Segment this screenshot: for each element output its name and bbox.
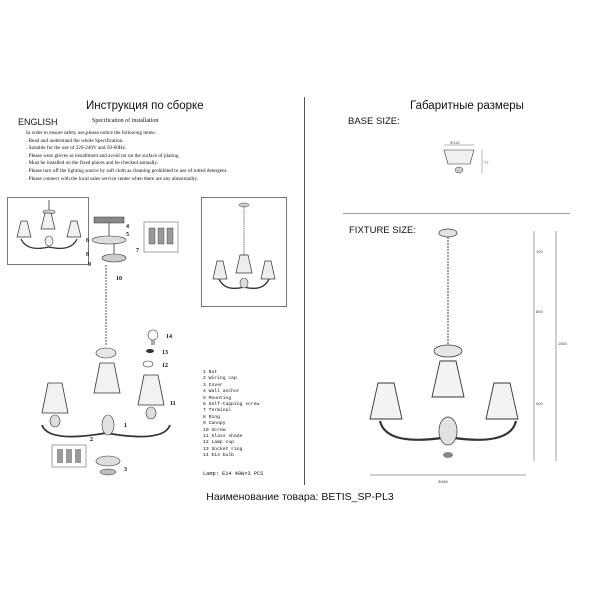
terminal-block-icon xyxy=(143,221,179,253)
exploded-assembly-diagram: 14 13 12 11 2 3 1 xyxy=(41,265,176,476)
chain-top-label: 100 xyxy=(536,249,543,254)
callout-10: 10 xyxy=(116,276,122,282)
base-size-drawing: Φ115 77 xyxy=(443,140,489,174)
body-height-label: 500 xyxy=(536,401,543,406)
instruction-list: In order to ensure safety use,please not… xyxy=(26,130,227,183)
base-size-label: BASE SIZE: xyxy=(348,116,400,127)
parts-list: 1 Nut 2 Wiring cap 3 Cover 4 Wall anchor… xyxy=(203,370,259,460)
fixture-size-label: FIXTURE SIZE: xyxy=(349,225,417,236)
instruction-item: . Please wear gloves as installment and … xyxy=(26,152,180,159)
callout-4: 4 xyxy=(126,224,129,230)
width-label: Φ480 xyxy=(438,479,449,484)
part-item: 9 Canopy xyxy=(203,421,226,427)
callout-2: 2 xyxy=(90,437,93,443)
instruction-item: . Must be installed on the fixed places … xyxy=(26,160,159,167)
dimensions-title: Габаритные размеры xyxy=(410,100,524,112)
terminal-block-icon xyxy=(51,444,87,468)
language-label: ENGLISH xyxy=(18,117,58,127)
assembly-instruction-title: Инструкция по сборке xyxy=(86,100,204,112)
spec-label: Specification of installation xyxy=(92,118,159,124)
product-name: Наименование товара: BETIS_SP-PL3 xyxy=(206,491,394,503)
callout-3: 3 xyxy=(124,467,127,473)
chain-length-label: 800 xyxy=(536,309,543,314)
callout-1: 1 xyxy=(124,423,127,429)
part-item: 14 E14 bulb xyxy=(203,453,234,459)
instruction-item: . Please connect with the local sales se… xyxy=(26,175,199,182)
callout-13: 13 xyxy=(162,350,168,356)
ceiling-mount-detail: 4 5 6 7 8 9 10 xyxy=(86,216,179,282)
instruction-item: In order to ensure safety use,please not… xyxy=(26,130,156,136)
part-item: 5 Mounting xyxy=(203,395,232,401)
total-height-label: 1550 xyxy=(558,341,568,346)
callout-8: 8 xyxy=(86,252,89,258)
part-item: 8 Ring xyxy=(203,414,220,420)
fixture-size-drawing: Φ480 100 800 500 1550 xyxy=(369,228,568,484)
base-height-label: 77 xyxy=(484,160,489,165)
bulb-icon xyxy=(147,329,159,345)
callout-9: 9 xyxy=(88,262,91,268)
horizontal-divider xyxy=(343,213,570,214)
callout-7: 7 xyxy=(136,248,139,254)
part-item: 11 Glass shade xyxy=(203,434,243,440)
instruction-item: . Read and understand the whole Specific… xyxy=(26,137,124,144)
part-item: 13 Socket ring xyxy=(203,446,243,452)
part-item: 4 Wall anchor xyxy=(203,389,240,395)
part-item: 6 Self-tapping screw xyxy=(203,402,260,408)
chandelier-sketch-small xyxy=(7,197,89,265)
instruction-item: . Please turn off the lighting source by… xyxy=(26,167,228,174)
part-item: 10 Screw xyxy=(203,427,226,433)
instruction-item: . Suitable for the use of 220-240V and 5… xyxy=(26,145,127,152)
part-item: 12 Lamp cup xyxy=(203,440,234,446)
callout-6: 6 xyxy=(86,238,89,244)
callout-14: 14 xyxy=(166,334,172,340)
part-item: 3 Cover xyxy=(203,382,223,388)
callout-12: 12 xyxy=(162,363,168,369)
callout-5: 5 xyxy=(126,232,129,238)
part-item: 1 Nut xyxy=(203,370,218,375)
vertical-divider xyxy=(304,97,305,485)
lamp-spec: Lamp: E14 40W×3 PCS xyxy=(203,471,264,477)
chandelier-image xyxy=(201,197,287,307)
base-diameter-label: Φ115 xyxy=(450,140,460,145)
part-item: 7 Terminal xyxy=(203,408,232,414)
part-item: 2 Wiring cap xyxy=(203,376,237,382)
callout-11: 11 xyxy=(170,401,176,407)
